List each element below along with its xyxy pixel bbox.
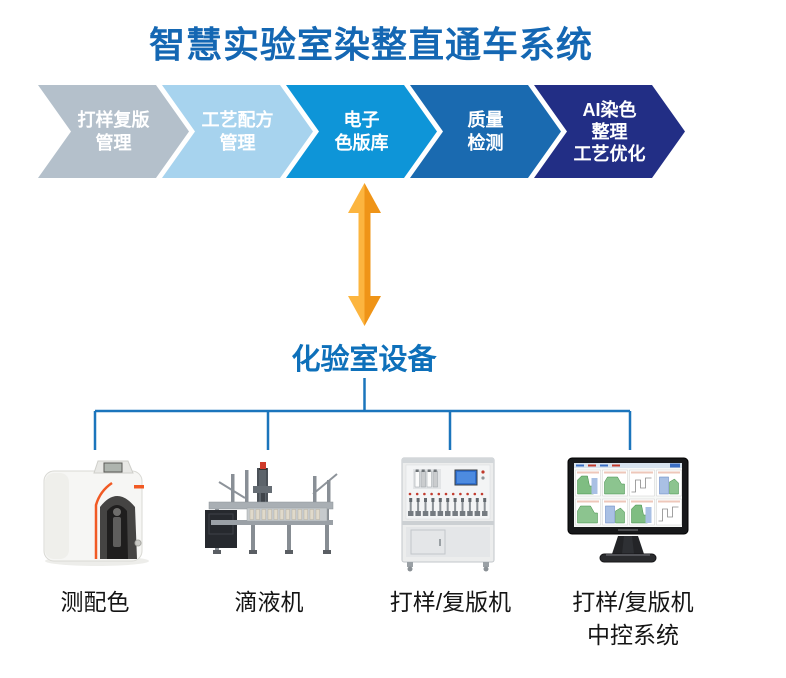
equipment-spectrophotometer-image — [40, 455, 154, 574]
flow-step-label: AI染色 整理 工艺优化 — [573, 99, 646, 164]
flow-step-4: 质量 检测 — [410, 85, 561, 178]
section-heading: 化验室设备 — [291, 344, 437, 376]
flow-step-label: 工艺配方 管理 — [201, 109, 274, 153]
chevron-shape — [286, 85, 437, 178]
equipment-label-4: 打样/复版机 中控系统 — [572, 589, 694, 648]
flow-step-2: 工艺配方 管理 — [162, 85, 313, 178]
flow-step-1: 打样复版 管理 — [38, 85, 189, 178]
spectrophotometer-icon — [43, 460, 149, 566]
equipment-label-3: 打样/复版机 — [389, 589, 512, 615]
chevron-shape — [534, 85, 685, 178]
page-title: 智慧实验室染整直通车系统 — [148, 24, 593, 65]
control-monitor-icon — [567, 457, 689, 563]
equipment-label-2: 滴液机 — [234, 589, 304, 615]
dispensing-machine-icon — [205, 462, 338, 554]
flow-step-label: 电子 色版库 — [334, 109, 389, 153]
flow-step-label: 质量 检测 — [467, 109, 504, 153]
equipment-sampling-machine-image — [399, 455, 497, 578]
flow-step-label: 打样复版 管理 — [77, 109, 150, 153]
chevron-shape — [162, 85, 313, 178]
flow-step-5: AI染色 整理 工艺优化 — [534, 85, 685, 178]
tree-connector — [93, 378, 632, 450]
equipment-monitor-image — [566, 456, 690, 579]
sampling-machine-icon — [401, 457, 495, 572]
equipment-label-1: 测配色 — [60, 589, 130, 615]
bidirectional-arrow-icon — [348, 183, 381, 326]
flow-step-3: 电子 色版库 — [286, 85, 437, 178]
equipment-dispenser-image — [197, 462, 341, 567]
chevron-shape — [38, 85, 189, 178]
chevron-shape — [410, 85, 561, 178]
